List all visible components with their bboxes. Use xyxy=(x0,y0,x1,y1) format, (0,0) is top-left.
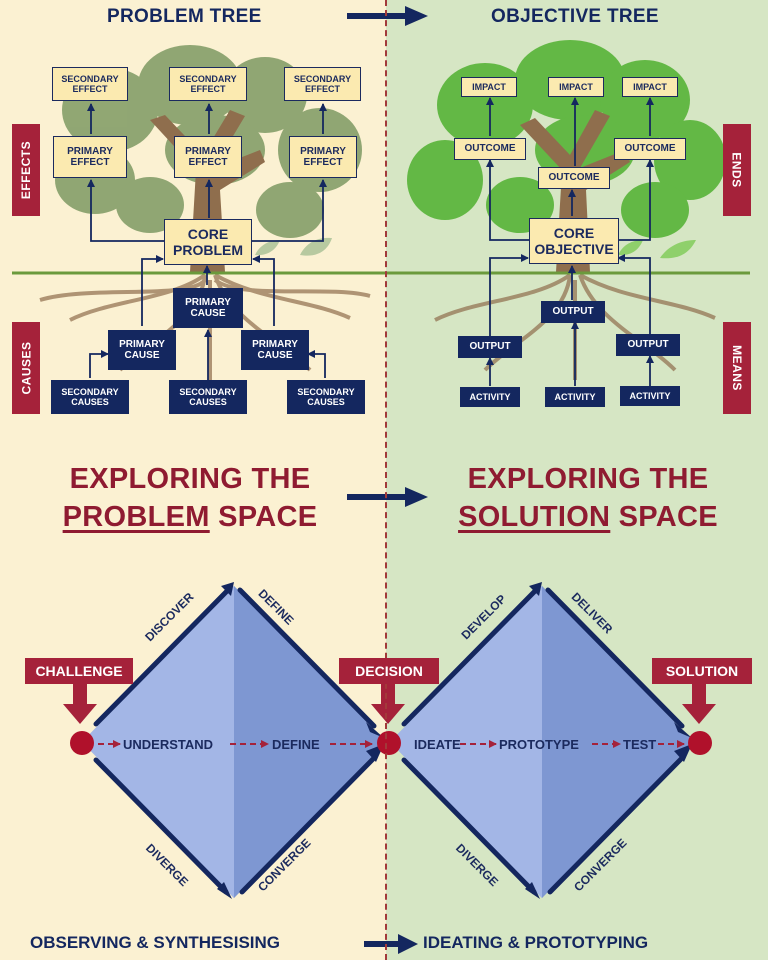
footer-arrow xyxy=(364,934,418,954)
primary-effect-box: PRIMARY EFFECT xyxy=(174,136,242,178)
challenge-tag: CHALLENGE xyxy=(25,658,133,684)
activity-box: ACTIVITY xyxy=(545,387,605,407)
footer-observing: OBSERVING & SYNTHESISING xyxy=(30,933,281,952)
exploring-arrow xyxy=(347,487,428,507)
flow-understand: UNDERSTAND xyxy=(123,737,214,752)
impact-box: IMPACT xyxy=(548,77,604,97)
activity-box: ACTIVITY xyxy=(460,387,520,407)
impact-box: IMPACT xyxy=(461,77,517,97)
outcome-box: OUTCOME xyxy=(454,138,526,160)
exploring-problem-space-heading: EXPLORING THE PROBLEM SPACE xyxy=(62,463,318,533)
decision-tag: DECISION xyxy=(339,658,439,684)
objective-tree-title: OBJECTIVE TREE xyxy=(491,6,659,27)
ends-label: ENDS xyxy=(723,124,751,216)
core-problem-box: CORE PROBLEM xyxy=(164,219,252,265)
effects-label: EFFECTS xyxy=(12,124,40,216)
secondary-effect-box: SECONDARY EFFECT xyxy=(169,67,247,101)
core-objective-box: CORE OBJECTIVE xyxy=(529,218,619,264)
secondary-effect-box: SECONDARY EFFECT xyxy=(284,67,361,101)
solution-node xyxy=(688,731,712,755)
activity-box: ACTIVITY xyxy=(620,386,680,406)
primary-cause-box: PRIMARY CAUSE xyxy=(108,330,176,370)
problem-tree-title: PROBLEM TREE xyxy=(107,6,262,27)
challenge-node xyxy=(70,731,94,755)
exploring-solution-space-heading: EXPLORING THE SOLUTION SPACE xyxy=(458,463,718,533)
flow-ideate: IDEATE xyxy=(414,737,461,752)
primary-effect-box: PRIMARY EFFECT xyxy=(289,136,357,178)
outcome-box: OUTCOME xyxy=(538,167,610,189)
secondary-causes-box: SECONDARY CAUSES xyxy=(169,380,247,414)
flow-prototype: PROTOTYPE xyxy=(499,737,579,752)
flow-define: DEFINE xyxy=(272,737,320,752)
output-box: OUTPUT xyxy=(541,301,605,323)
footer-ideating: IDEATING & PROTOTYPING xyxy=(423,933,649,952)
center-divider xyxy=(385,0,387,960)
double-diamond xyxy=(63,582,716,899)
flow-test: TEST xyxy=(623,737,657,752)
decision-node xyxy=(377,731,401,755)
means-label: MEANS xyxy=(723,322,751,414)
impact-box: IMPACT xyxy=(622,77,678,97)
primary-effect-box: PRIMARY EFFECT xyxy=(53,136,127,178)
primary-cause-box: PRIMARY CAUSE xyxy=(173,288,243,328)
header-arrow xyxy=(347,6,428,26)
output-box: OUTPUT xyxy=(616,334,680,356)
secondary-causes-box: SECONDARY CAUSES xyxy=(287,380,365,414)
causes-label: CAUSES xyxy=(12,322,40,414)
solution-tag: SOLUTION xyxy=(652,658,752,684)
outcome-box: OUTCOME xyxy=(614,138,686,160)
output-box: OUTPUT xyxy=(458,336,522,358)
primary-cause-box: PRIMARY CAUSE xyxy=(241,330,309,370)
secondary-causes-box: SECONDARY CAUSES xyxy=(51,380,129,414)
secondary-effect-box: SECONDARY EFFECT xyxy=(52,67,128,101)
